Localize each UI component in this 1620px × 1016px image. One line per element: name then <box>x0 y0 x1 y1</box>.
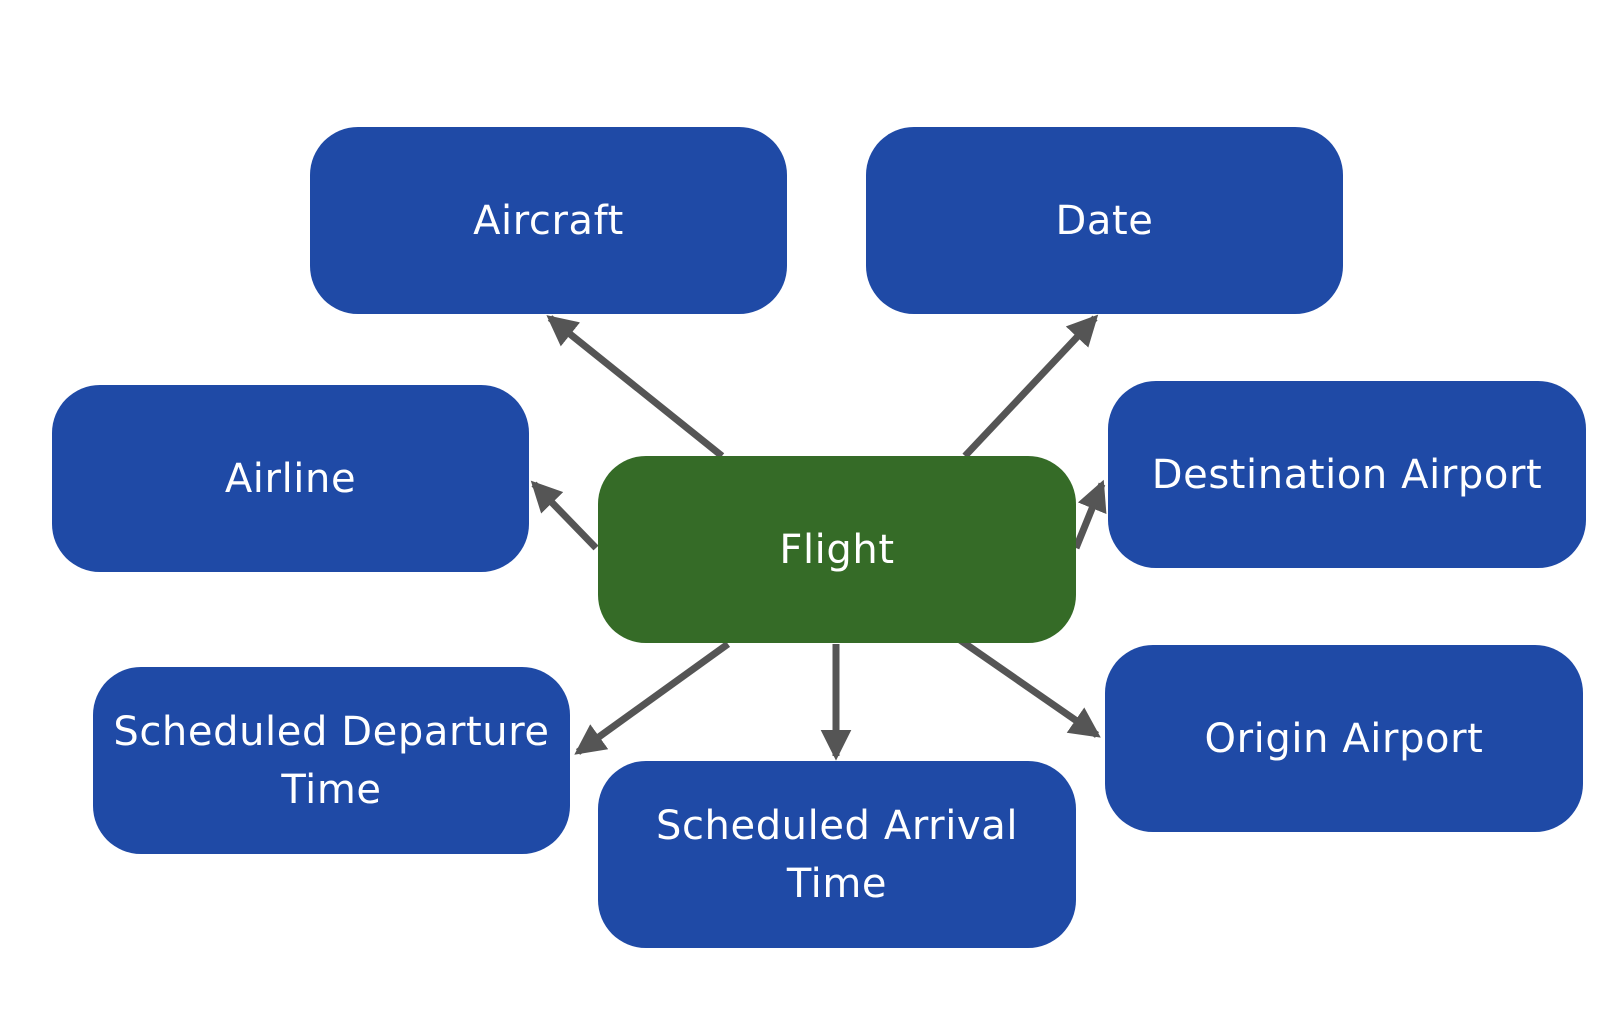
arrow-flight-to-destination <box>1072 479 1107 550</box>
node-airline: Airline <box>52 385 529 572</box>
node-scheduled-departure-time-line2: Time <box>281 766 382 813</box>
node-origin-airport-label: Origin Airport <box>1204 715 1484 762</box>
node-date: Date <box>866 127 1343 314</box>
node-origin-airport: Origin Airport <box>1105 645 1583 832</box>
node-destination-airport-label: Destination Airport <box>1151 451 1543 498</box>
node-scheduled-departure-time-line1: Scheduled Departure <box>113 708 550 755</box>
node-scheduled-arrival-time-line1: Scheduled Arrival <box>655 802 1019 849</box>
node-scheduled-departure-time-label: Scheduled Departure Time <box>113 703 549 819</box>
node-airline-label: Airline <box>224 455 357 502</box>
arrow-flight-to-airline <box>530 480 599 551</box>
node-scheduled-departure-time: Scheduled Departure Time <box>93 667 570 854</box>
arrow-flight-to-date <box>962 314 1099 459</box>
arrow-flight-to-aircraft <box>546 315 725 459</box>
node-scheduled-arrival-time-label: Scheduled Arrival Time <box>656 797 1018 913</box>
node-date-label: Date <box>1055 197 1154 244</box>
node-aircraft: Aircraft <box>310 127 787 314</box>
arrow-flight-to-origin <box>958 637 1101 738</box>
node-flight: Flight <box>598 456 1076 643</box>
node-aircraft-label: Aircraft <box>473 197 624 244</box>
node-scheduled-arrival-time-line2: Time <box>786 860 888 907</box>
arrow-flight-to-departure <box>574 641 731 755</box>
node-scheduled-arrival-time: Scheduled Arrival Time <box>598 761 1076 948</box>
node-destination-airport: Destination Airport <box>1108 381 1586 568</box>
node-flight-label: Flight <box>779 526 895 573</box>
